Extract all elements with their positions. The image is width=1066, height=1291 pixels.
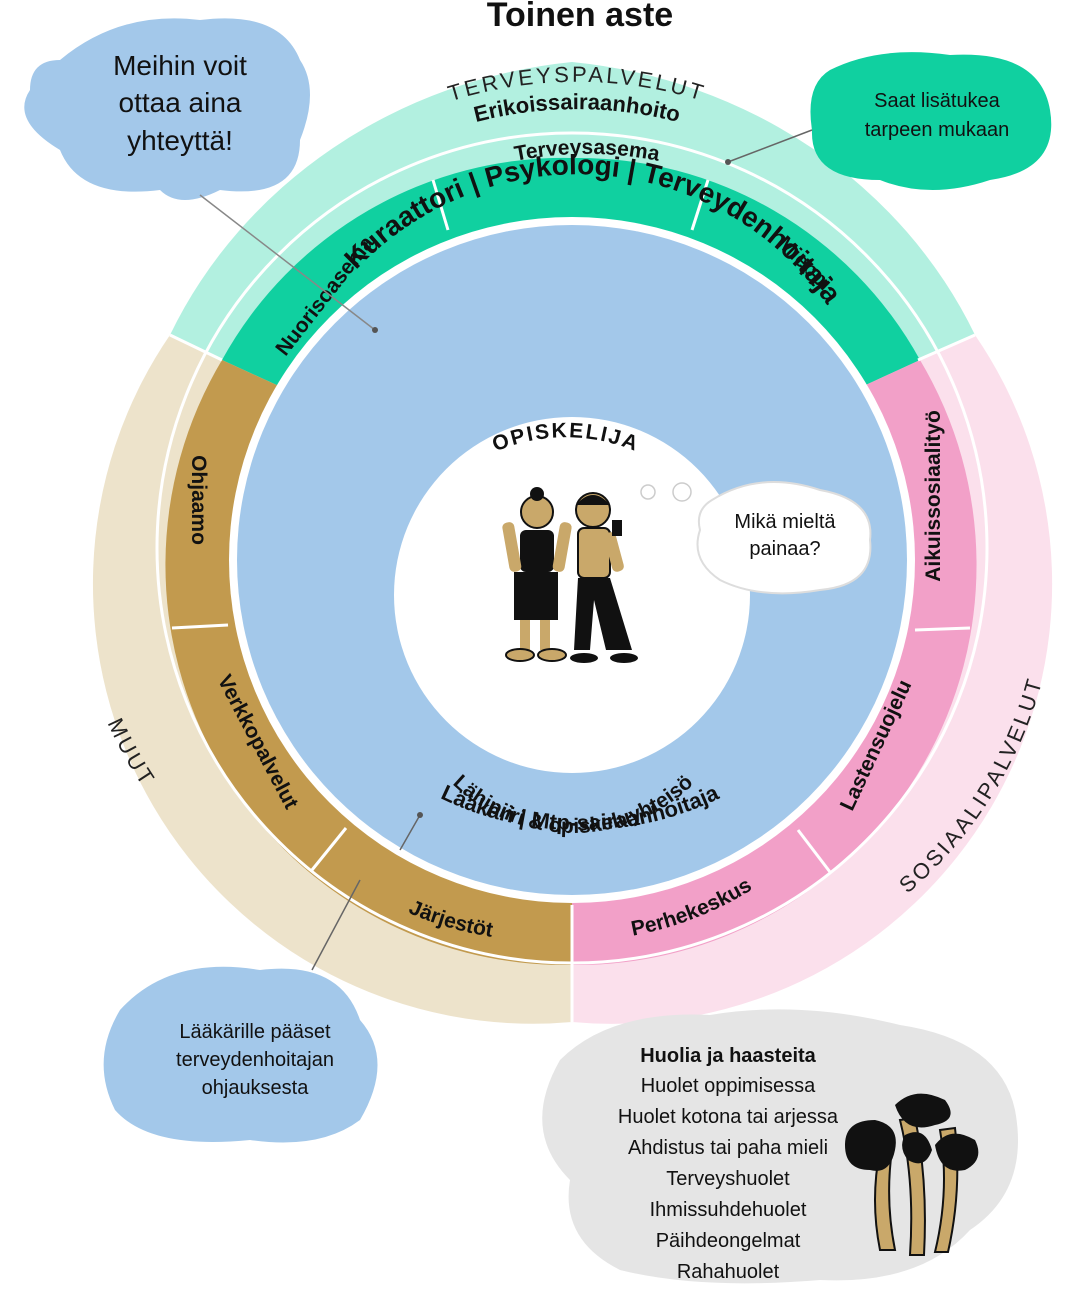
divider <box>690 179 710 231</box>
thought-line-1: Mikä mieltä <box>734 511 836 533</box>
worries-item-7: Rahahuolet <box>677 1261 780 1283</box>
doctor-line-3: ohjauksesta <box>202 1077 310 1099</box>
ohjaamo-label: Ohjaamo <box>187 455 210 545</box>
contact-line-2: ottaa aina <box>119 87 242 118</box>
divider <box>917 333 976 362</box>
worries-item-2: Huolet kotona tai arjessa <box>618 1106 839 1128</box>
page-title: Toinen aste <box>487 0 673 34</box>
doctor-pointer-line-a <box>311 879 361 971</box>
contact-bubble: Meihin voit ottaa aina yhteyttä! <box>24 18 311 201</box>
worries-item-3: Ahdistus tai paha mieli <box>628 1137 828 1159</box>
center-circle <box>394 417 750 773</box>
divider <box>431 179 450 231</box>
divider <box>169 333 223 362</box>
contact-pointer-dot <box>372 327 378 333</box>
extra-support-bubble: Saat lisätukea tarpeen mukaan <box>810 52 1052 191</box>
doctor-line-1: Lääkärille pääset <box>179 1021 331 1043</box>
worries-item-4: Terveyshuolet <box>666 1168 790 1190</box>
contact-line-3: yhteyttä! <box>127 125 233 156</box>
students-illustration <box>502 487 638 663</box>
worries-item-5: Ihmissuhdehuolet <box>650 1199 807 1221</box>
contact-pointer-line <box>199 194 376 331</box>
divider <box>171 623 229 630</box>
doctor-line-2: terveydenhoitajan <box>176 1049 334 1071</box>
extra-support-line-1: Saat lisätukea <box>874 90 1001 112</box>
contact-line-1: Meihin voit <box>113 50 247 81</box>
worries-bubble: Huolia ja haasteita Huolet oppimisessa H… <box>542 1009 1018 1284</box>
support-pointer-dot <box>725 159 731 165</box>
aikuissosiaalityo-label: Aikuissosiaalityö <box>922 410 945 582</box>
divider <box>796 829 832 873</box>
support-pointer-line <box>727 129 813 163</box>
doctor-pointer-dot <box>417 812 423 818</box>
doctor-pointer-line-b <box>399 814 421 851</box>
worries-item-6: Päihdeongelmat <box>656 1230 801 1252</box>
thought-bubble: Mikä mieltä painaa? <box>640 481 872 595</box>
doctor-bubble: Lääkärille pääset terveydenhoitajan ohja… <box>103 966 378 1143</box>
thought-line-2: painaa? <box>749 538 820 560</box>
divider <box>310 827 348 871</box>
worries-title: Huolia ja haasteita <box>640 1045 816 1067</box>
extra-support-line-2: tarpeen mukaan <box>865 119 1010 141</box>
mushroom-illustration <box>845 1093 979 1256</box>
divider <box>914 626 971 632</box>
worries-item-1: Huolet oppimisessa <box>641 1075 816 1097</box>
